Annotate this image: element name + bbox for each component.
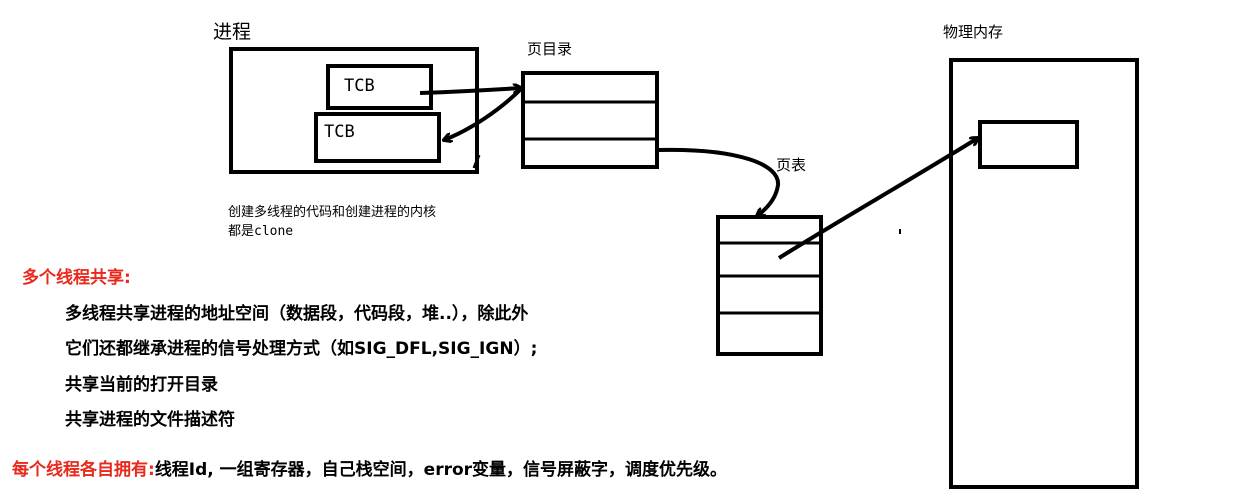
shared-item: 它们还都继承进程的信号处理方式（如SIG_DFL,SIG_IGN）; — [65, 339, 538, 359]
owned-title: 每个线程各自拥有: — [12, 460, 155, 480]
clone-note-line-2: 都是clone — [228, 224, 294, 239]
tcb-box-2 — [314, 112, 441, 163]
tcb-box-1 — [326, 64, 433, 110]
arrow-pagedir-to-pagetable — [656, 147, 781, 216]
shared-item: 共享当前的打开目录 — [65, 375, 218, 395]
shared-title: 多个线程共享: — [22, 268, 131, 288]
owned-line: 每个线程各自拥有:线程Id, 一组寄存器，自己栈空间，error变量，信号屏蔽字… — [12, 455, 727, 480]
page-table-label: 页表 — [776, 156, 807, 174]
page-table — [716, 215, 823, 356]
shared-item: 多线程共享进程的地址空间（数据段，代码段，堆..），除此外 — [65, 304, 529, 324]
tcb-label-2: TCB — [324, 122, 355, 142]
shared-item: 共享进程的文件描述符 — [65, 410, 235, 430]
memory-page-block — [978, 120, 1079, 169]
physical-memory-box — [949, 58, 1139, 489]
clone-note-line-1: 创建多线程的代码和创建进程的内核 — [228, 205, 437, 220]
clone-note: 创建多线程的代码和创建进程的内核 都是clone — [228, 203, 436, 241]
arrow-pagedir-to-tcb2 — [444, 86, 524, 140]
physical-memory-label: 物理内存 — [943, 23, 1004, 41]
arrow-tcb1-to-pagedir — [419, 88, 521, 95]
owned-text: 线程Id, 一组寄存器，自己栈空间，error变量，信号屏蔽字，调度优先级。 — [154, 460, 728, 480]
page-directory-table — [521, 71, 659, 169]
process-box — [229, 47, 479, 174]
tcb-label-1: TCB — [344, 76, 375, 96]
stroke-mark — [472, 154, 481, 169]
process-label: 进程 — [213, 21, 252, 43]
page-directory-label: 页目录 — [527, 40, 573, 58]
arrow-pagetable-to-memory — [777, 138, 978, 260]
